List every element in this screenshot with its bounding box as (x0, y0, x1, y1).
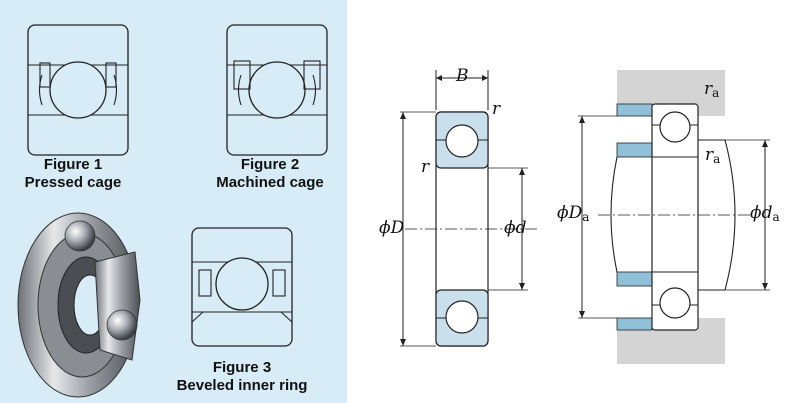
figure-1-pressed-cage-section (27, 24, 129, 156)
bearing-section-dimensions (400, 70, 540, 347)
figure-3-title: Beveled inner ring (176, 377, 308, 394)
figure-2-machined-cage-section (226, 24, 328, 156)
figure-3-number: Figure 3 (212, 359, 272, 376)
dimension-drawings (400, 70, 770, 364)
figure-2-title: Machined cage (216, 174, 324, 191)
figure-1-number: Figure 1 (43, 156, 103, 173)
bore-diameter-label: ϕd (504, 218, 527, 238)
figure-1-caption: Figure 1 Pressed cage (8, 156, 138, 192)
figure-1-title: Pressed cage (24, 174, 122, 191)
bearing-cutaway-photo (17, 212, 141, 398)
figure-2-caption: Figure 2 Machined cage (200, 156, 340, 192)
corner-radius-inner-label: r (421, 157, 430, 177)
cage-types-panel: Figure 1 Pressed cage Figure 2 Machined … (0, 0, 347, 403)
outer-diameter-label: ϕD (379, 218, 405, 238)
mounting-dimensions (578, 70, 770, 364)
figure-3-caption: Figure 3 Beveled inner ring (160, 359, 324, 395)
shaft-fillet-label: ra (705, 145, 721, 166)
width-label: B (456, 66, 469, 86)
figure-3-beveled-ring-section (191, 227, 293, 347)
housing-shoulder-diameter-label: ϕDa (557, 203, 590, 224)
housing-fillet-label: ra (704, 79, 720, 100)
corner-radius-outer-label: r (492, 99, 501, 119)
cage-drawings (17, 24, 328, 398)
figure-2-number: Figure 2 (240, 156, 300, 173)
dimensions-panel: B r r ϕD ϕd ra ra ϕDa ϕda (347, 0, 796, 403)
shaft-shoulder-diameter-label: ϕda (750, 203, 780, 224)
